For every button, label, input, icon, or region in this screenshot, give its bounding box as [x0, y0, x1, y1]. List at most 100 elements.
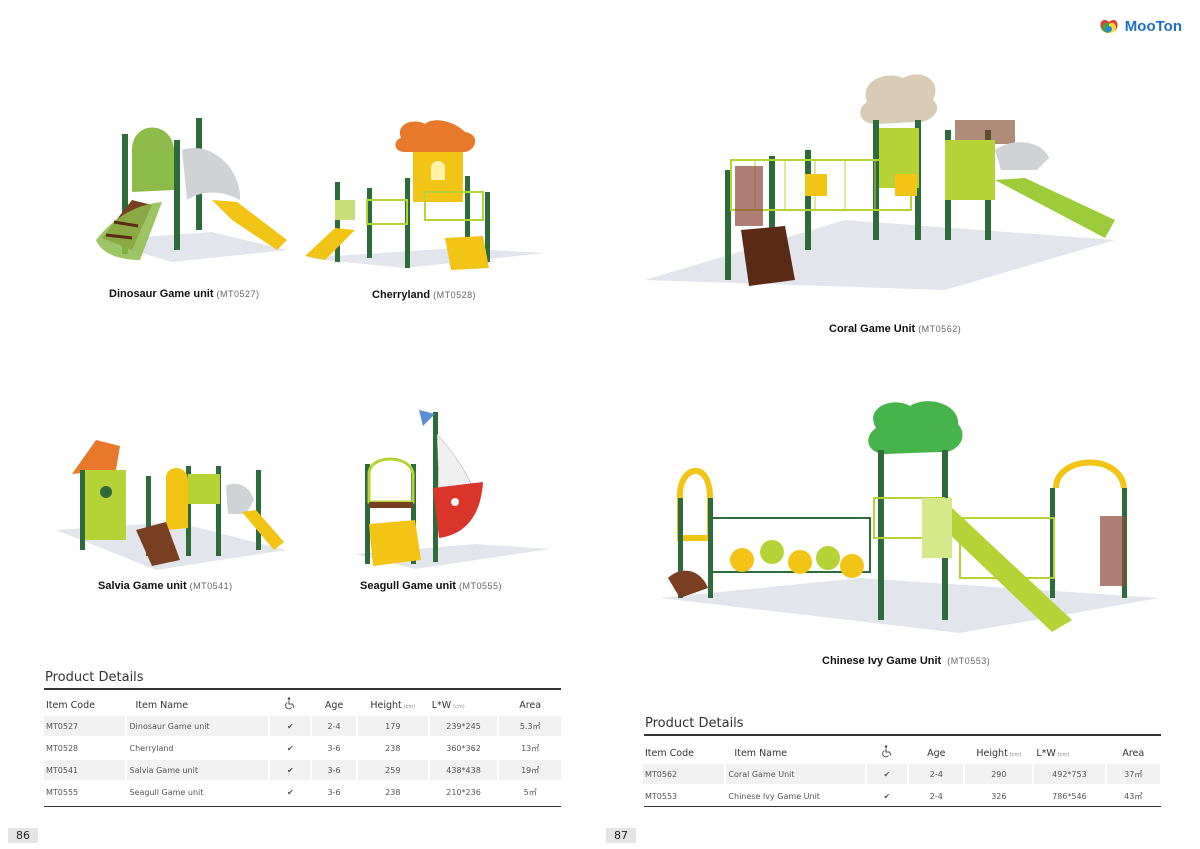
- product-details-title: Product Details: [645, 716, 744, 731]
- cell-code: MT0541: [44, 760, 126, 780]
- col-item-code: Item Code: [645, 747, 694, 759]
- product-caption: Coral Game Unit(MT0562): [829, 323, 961, 335]
- cell-code: MT0527: [44, 716, 126, 736]
- cell-lw: 210*236: [446, 787, 481, 797]
- product-code: (MT0553): [947, 656, 991, 666]
- cell-name: Seagull Game unit: [129, 787, 204, 797]
- table-row: MT0562 Coral Game Unit ✔ 2-4 290 492*753…: [643, 764, 1160, 784]
- cell-age: 3-6: [327, 787, 341, 797]
- col-item-code: Item Code: [46, 699, 95, 711]
- product-name: Seagull Game unit: [360, 580, 456, 592]
- product-name: Salvia Game unit: [98, 580, 187, 592]
- product-caption: Dinosaur Game unit(MT0527): [109, 288, 260, 300]
- product-name: Chinese Ivy Game Unit: [822, 655, 942, 667]
- cell-age: 3-6: [327, 743, 341, 753]
- col-height: Height(cm): [976, 747, 1022, 759]
- cell-area: 13㎡: [521, 743, 540, 753]
- table-row: MT0528 Cherryland ✔ 3-6 238 360*362 13㎡: [44, 738, 561, 758]
- table-row: MT0555 Seagull Game unit ✔ 3-6 238 210*2…: [44, 782, 561, 802]
- col-area: Area: [1122, 747, 1145, 759]
- product-details-title: Product Details: [45, 670, 144, 685]
- cell-check: ✔: [286, 743, 294, 753]
- cell-area: 5㎡: [523, 787, 537, 797]
- table-bottom-rule: [644, 806, 1161, 807]
- product-code: (MT0555): [458, 581, 502, 591]
- mooton-logo-icon: [1100, 19, 1118, 33]
- brand-name: MooTon: [1124, 17, 1182, 35]
- cell-age: 2-4: [929, 791, 943, 801]
- wheelchair-icon: [882, 745, 892, 758]
- cell-height: 238: [385, 787, 401, 797]
- product-details-table: Item Code Item Name Age Height(cm) L*W(c…: [42, 694, 563, 804]
- product-details-table: Item Code Item Name Age Height(cm) L*W(c…: [641, 742, 1162, 808]
- col-accessible: [270, 696, 310, 714]
- cell-height: 290: [965, 764, 1033, 784]
- salvia-game-unit-image: [56, 440, 286, 570]
- cell-area: 43㎡: [1124, 791, 1143, 801]
- product-name: Coral Game Unit: [829, 323, 916, 335]
- col-area: Area: [519, 699, 542, 711]
- product-code: (MT0528): [433, 290, 477, 300]
- seagull-game-unit-image: [355, 410, 550, 569]
- cell-age: 2-4: [909, 764, 964, 784]
- cell-lw: 492*753: [1034, 764, 1105, 784]
- cell-check: ✔: [270, 760, 311, 780]
- cell-name: Dinosaur Game unit: [127, 716, 269, 736]
- dinosaur-game-unit-image: [96, 118, 287, 262]
- cell-name: Cherryland: [129, 743, 174, 753]
- table-header-row: Item Code Item Name Age Height(cm) L*W(c…: [44, 696, 561, 714]
- wheelchair-icon: [285, 697, 295, 710]
- cell-height: 238: [385, 743, 401, 753]
- product-code: (MT0541): [189, 581, 233, 591]
- col-lw: L*W(cm): [431, 699, 465, 711]
- chinese-ivy-game-unit-image: [660, 401, 1160, 633]
- cell-age: 3-6: [312, 760, 356, 780]
- product-code: (MT0562): [918, 324, 962, 334]
- cell-height: 259: [357, 760, 428, 780]
- cell-lw: 438*438: [429, 760, 498, 780]
- col-height: Height(cm): [370, 699, 416, 711]
- cell-code: MT0562: [643, 764, 725, 784]
- product-name: Cherryland: [372, 289, 431, 301]
- details-divider: [44, 688, 561, 690]
- table-row: MT0541 Salvia Game unit ✔ 3-6 259 438*43…: [44, 760, 561, 780]
- col-item-name: Item Name: [734, 747, 788, 759]
- product-name: Dinosaur Game unit: [109, 288, 214, 300]
- product-caption: Chinese Ivy Game Unit (MT0553): [822, 655, 990, 667]
- cell-check: ✔: [286, 787, 294, 797]
- table-row: MT0527 Dinosaur Game unit ✔ 2-4 179 239*…: [44, 716, 561, 736]
- cell-area: 5.3㎡: [499, 716, 561, 736]
- cell-name: Salvia Game unit: [127, 760, 269, 780]
- col-item-name: Item Name: [135, 699, 189, 711]
- product-caption: Seagull Game unit(MT0555): [360, 580, 502, 592]
- cell-lw: 360*362: [446, 743, 481, 753]
- details-divider: [644, 734, 1161, 736]
- page-number-right: 87: [606, 828, 636, 843]
- cell-name: Coral Game Unit: [726, 764, 865, 784]
- cell-name: Chinese Ivy Game Unit: [728, 791, 820, 801]
- cell-lw: 239*245: [429, 716, 498, 736]
- coral-game-unit-image: [645, 74, 1115, 290]
- product-caption: Salvia Game unit(MT0541): [98, 580, 233, 592]
- cell-height: 179: [357, 716, 428, 736]
- col-accessible: [867, 744, 908, 762]
- product-code: (MT0527): [216, 289, 260, 299]
- page-number-left: 86: [8, 828, 38, 843]
- table-bottom-rule: [44, 806, 561, 807]
- table-row: MT0553 Chinese Ivy Game Unit ✔ 2-4 326 7…: [643, 786, 1160, 806]
- cell-age: 2-4: [312, 716, 356, 736]
- cell-lw: 786*546: [1052, 791, 1087, 801]
- table-header-row: Item Code Item Name Age Height(cm) L*W(c…: [643, 744, 1160, 762]
- brand-logo: MooTon: [1097, 14, 1182, 38]
- cell-code: MT0555: [46, 787, 79, 797]
- col-age: Age: [324, 699, 344, 711]
- cell-check: ✔: [866, 764, 908, 784]
- cell-check: ✔: [270, 716, 311, 736]
- cell-area: 37㎡: [1106, 764, 1160, 784]
- cherryland-image: [305, 120, 545, 270]
- cell-code: MT0553: [645, 791, 678, 801]
- cell-height: 326: [991, 791, 1007, 801]
- product-caption: Cherryland(MT0528): [372, 289, 476, 301]
- col-lw: L*W(cm): [1036, 747, 1070, 759]
- cell-check: ✔: [883, 791, 891, 801]
